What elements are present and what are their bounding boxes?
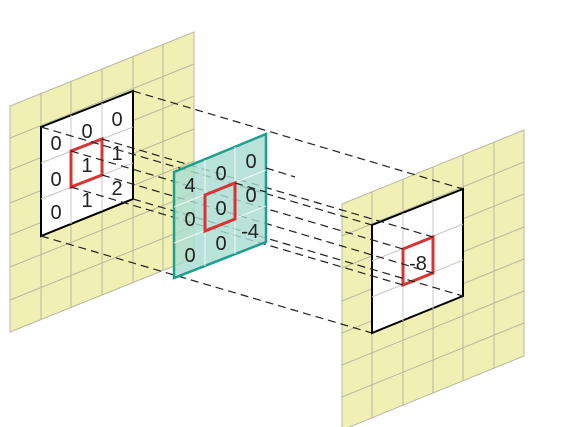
input-cell-2-0: 0 [50,202,61,224]
output-plane: -8 [341,129,525,427]
input-cell-0-0: 0 [50,133,61,155]
kernel-cell-1-2: 0 [245,185,256,207]
kernel-cell-0-0: 4 [184,175,195,197]
input-cell-1-0: 0 [50,169,61,191]
kernel-center-highlight [203,180,237,234]
input-cell-1-2: 1 [111,143,122,165]
input-plane: 0 0 0 0 1 1 0 1 2 [9,31,195,333]
kernel: 4 0 0 0 0 0 0 0 -4 [172,132,268,280]
output-value: -8 [409,253,427,275]
input-cell-0-2: 0 [111,109,122,131]
input-cell-1-1: 1 [81,155,92,177]
projection-lines-front [234,167,296,193]
input-cell-2-1: 1 [81,190,92,212]
kernel-cell-2-0: 0 [184,245,195,267]
kernel-cell-2-1: 0 [215,233,226,255]
input-cell-2-2: 2 [111,178,122,200]
kernel-cell-2-2: -4 [241,221,259,243]
input-cell-0-1: 0 [81,121,92,143]
kernel-cell-1-0: 0 [184,209,195,231]
kernel-cell-1-1: 0 [215,198,226,220]
kernel-cell-0-2: 0 [245,151,256,173]
kernel-cell-0-1: 0 [215,163,226,185]
